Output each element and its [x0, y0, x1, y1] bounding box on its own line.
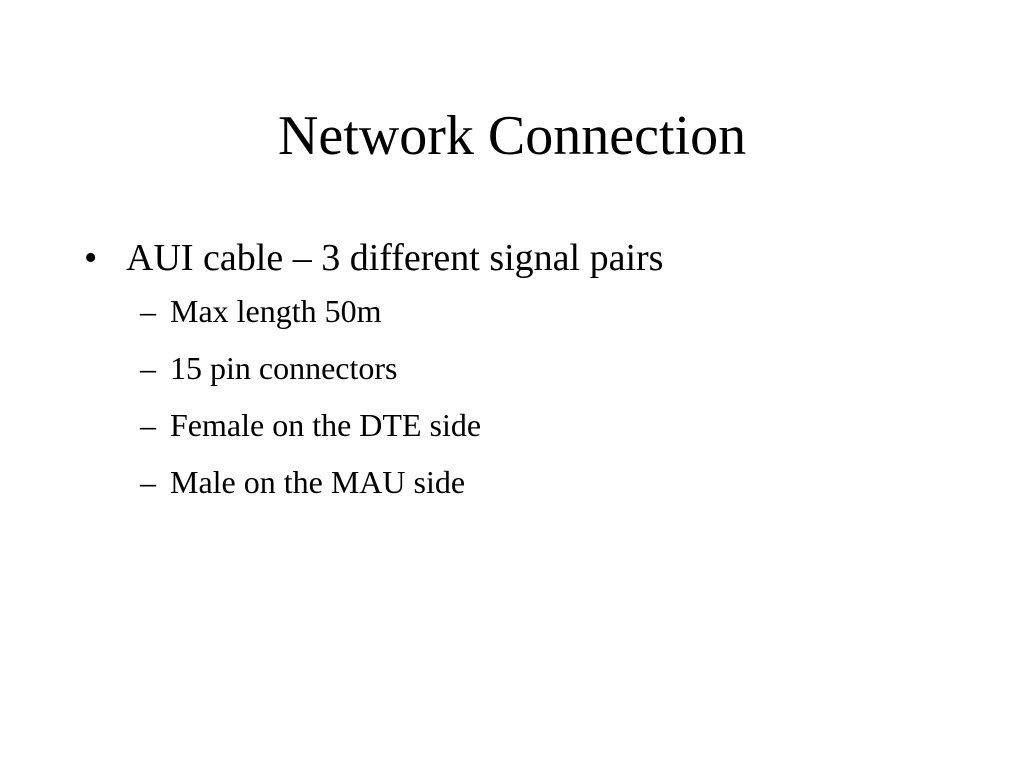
- sub-bullet-marker: –: [140, 293, 156, 329]
- sub-bullet-list: – Max length 50m – 15 pin connectors – F…: [84, 290, 984, 503]
- sub-bullet-item: – 15 pin connectors: [84, 347, 984, 389]
- sub-bullet-text: Female on the DTE side: [170, 407, 482, 443]
- slide-content: • AUI cable – 3 different signal pairs –…: [84, 232, 984, 518]
- sub-bullet-text: Max length 50m: [170, 293, 382, 329]
- bullet-item: • AUI cable – 3 different signal pairs: [84, 232, 984, 284]
- sub-bullet-marker: –: [140, 464, 156, 500]
- bullet-text: AUI cable – 3 different signal pairs: [126, 237, 664, 279]
- sub-bullet-item: – Female on the DTE side: [84, 404, 984, 446]
- sub-bullet-marker: –: [140, 407, 156, 443]
- bullet-marker: •: [84, 237, 98, 279]
- sub-bullet-item: – Male on the MAU side: [84, 461, 984, 503]
- sub-bullet-text: 15 pin connectors: [170, 350, 398, 386]
- sub-bullet-marker: –: [140, 350, 156, 386]
- slide-title: Network Connection: [277, 105, 747, 167]
- sub-bullet-text: Male on the MAU side: [170, 464, 466, 500]
- sub-bullet-item: – Max length 50m: [84, 290, 984, 332]
